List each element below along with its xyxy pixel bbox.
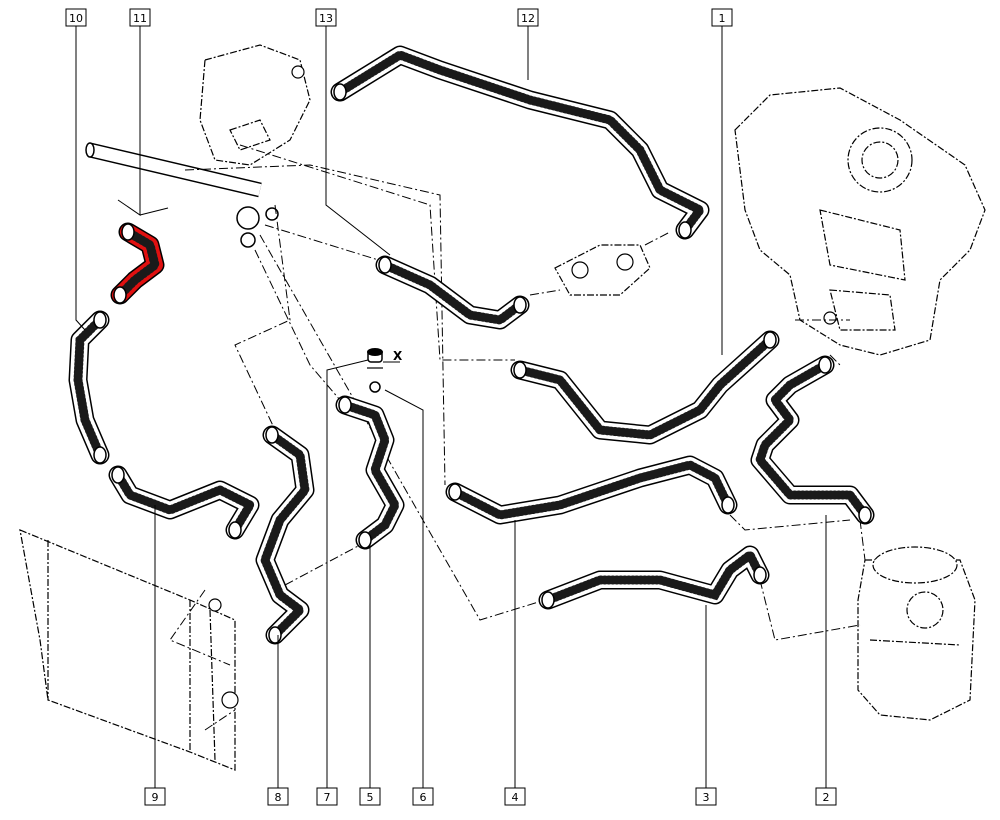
engine-outlet bbox=[199, 44, 311, 166]
callout-9: 9 bbox=[144, 787, 166, 806]
callout-5: 5 bbox=[359, 787, 381, 806]
callout-11: 11 bbox=[129, 8, 151, 27]
hose-stipple bbox=[335, 50, 707, 235]
hose-11 bbox=[110, 222, 165, 305]
hose-end bbox=[93, 446, 107, 464]
hose-body bbox=[512, 332, 778, 443]
hose-stipple bbox=[515, 335, 775, 440]
callout-6: 6 bbox=[412, 787, 434, 806]
hose-3 bbox=[538, 545, 770, 610]
hose-end bbox=[111, 466, 125, 484]
callout-label: 4 bbox=[512, 791, 519, 804]
callout-label: 2 bbox=[823, 791, 830, 804]
bleed-screw bbox=[367, 348, 400, 393]
callout-3: 3 bbox=[695, 787, 717, 806]
hose-end bbox=[763, 331, 777, 349]
callout-label: 13 bbox=[319, 12, 333, 25]
callout-4: 4 bbox=[504, 787, 526, 806]
metal-pipe bbox=[85, 142, 262, 198]
hose-end bbox=[113, 286, 127, 304]
callout-label: 8 bbox=[275, 791, 282, 804]
hose-end bbox=[93, 311, 107, 329]
hose-end bbox=[858, 506, 872, 524]
hose-stipple bbox=[73, 315, 105, 460]
callout-13: 13 bbox=[315, 8, 337, 27]
heater-unit bbox=[734, 87, 986, 356]
hose-end bbox=[753, 566, 767, 584]
hose-12 bbox=[330, 45, 710, 240]
callout-7: 7 bbox=[316, 787, 338, 806]
hose-stipple bbox=[113, 470, 257, 535]
hose-stipple bbox=[115, 227, 161, 300]
callout-label: 7 bbox=[324, 791, 331, 804]
hose-end bbox=[121, 223, 135, 241]
hose-10 bbox=[68, 310, 110, 465]
hose-end bbox=[448, 483, 462, 501]
callout-12: 12 bbox=[517, 8, 539, 27]
hose-end bbox=[268, 626, 282, 644]
callout-label: 11 bbox=[133, 12, 147, 25]
callout-label: 12 bbox=[521, 12, 535, 25]
hose-4 bbox=[445, 455, 738, 525]
callout-2: 2 bbox=[815, 787, 837, 806]
callout-label: 1 bbox=[719, 12, 726, 25]
hose-stipple bbox=[450, 460, 733, 520]
callout-10: 10 bbox=[65, 8, 87, 27]
hose-outline bbox=[330, 45, 710, 240]
callout-label: 6 bbox=[420, 791, 427, 804]
hoses-layer bbox=[68, 45, 875, 645]
hose-stipple bbox=[380, 260, 525, 325]
hose-stipple bbox=[340, 400, 401, 545]
hose-stipple bbox=[260, 430, 310, 640]
hose-end bbox=[678, 221, 692, 239]
expansion-tank bbox=[857, 546, 976, 721]
callout-label: 3 bbox=[703, 791, 710, 804]
hose-end bbox=[513, 296, 527, 314]
heater-valve bbox=[554, 244, 651, 296]
hose-stipple bbox=[543, 548, 765, 605]
hose-end bbox=[338, 396, 352, 414]
radiator bbox=[19, 529, 239, 771]
hose-2 bbox=[750, 355, 875, 525]
callout-8: 8 bbox=[267, 787, 289, 806]
hose-8 bbox=[255, 425, 315, 645]
hose-end bbox=[358, 531, 372, 549]
callout-label: 5 bbox=[367, 791, 374, 804]
callout-label: 9 bbox=[152, 791, 159, 804]
hose-end bbox=[265, 426, 279, 444]
callout-1: 1 bbox=[711, 8, 733, 27]
callout-label: 10 bbox=[69, 12, 83, 25]
hose-13 bbox=[375, 255, 530, 330]
hose-end bbox=[721, 496, 735, 514]
hose-end bbox=[541, 591, 555, 609]
hose-9 bbox=[108, 465, 260, 540]
hose-stipple bbox=[754, 360, 870, 520]
hose-end bbox=[333, 83, 347, 101]
t-piece bbox=[236, 206, 279, 248]
hose-5 bbox=[335, 395, 405, 550]
hose-1 bbox=[510, 330, 780, 445]
marker-label-x: X bbox=[393, 349, 403, 363]
hose-body bbox=[332, 47, 708, 238]
hose-end bbox=[378, 256, 392, 274]
hose-end bbox=[818, 356, 832, 374]
hose-end bbox=[228, 521, 242, 539]
callout-leaders bbox=[75, 26, 827, 790]
hose-end bbox=[513, 361, 527, 379]
